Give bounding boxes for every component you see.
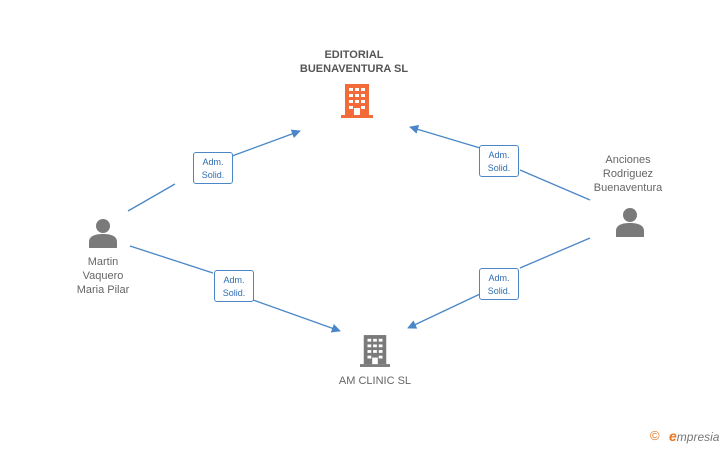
edge-anciones-amclinic (408, 237, 591, 328)
building-icon-editorial[interactable] (341, 84, 373, 118)
edge-anciones-editorial (410, 127, 591, 201)
company-am-clinic-name[interactable]: AM CLINIC SL (338, 375, 412, 387)
edge-martin-amclinic (129, 245, 340, 331)
edge-label-anciones-amclinic: Adm. Solid. (479, 268, 519, 300)
brand-initial: e (669, 428, 677, 444)
edge-label-martin-editorial: Adm. Solid. (193, 152, 233, 184)
empresia-logo: empresia (669, 428, 719, 444)
person-anciones-name[interactable]: Anciones Rodriguez Buenaventura (593, 154, 663, 194)
edge-label-martin-amclinic: Adm. Solid. (214, 270, 254, 302)
building-icon-am-clinic[interactable] (360, 334, 390, 368)
person-martin-name[interactable]: Martin Vaquero Maria Pilar (76, 256, 130, 296)
edge-label-anciones-editorial: Adm. Solid. (479, 145, 519, 177)
copyright-symbol: © (650, 428, 660, 443)
company-editorial-name[interactable]: EDITORIAL BUENAVENTURA SL (299, 49, 409, 75)
person-icon-anciones[interactable] (616, 207, 644, 237)
person-icon-martin[interactable] (89, 218, 117, 248)
brand-rest: mpresia (676, 430, 720, 444)
